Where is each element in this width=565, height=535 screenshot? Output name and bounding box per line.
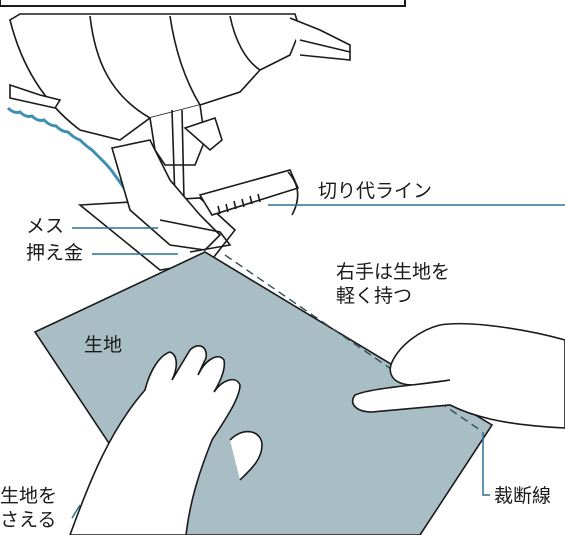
right-hand-line-2: 軽く持つ (336, 285, 413, 307)
left-hand-line-2: さえる (0, 509, 57, 531)
leader-cut-line (482, 432, 490, 496)
leader-left-hand (71, 504, 81, 519)
right-hand-instruction: 右手は生地を 軽く持つ (336, 260, 450, 308)
fabric-label: 生地 (84, 334, 123, 356)
sewing-machine-icon (9, 13, 351, 201)
right-hand-line-1: 右手は生地を (336, 261, 451, 283)
leader-lines (71, 204, 565, 519)
seam-allowance-line-label: 切り代ライン (318, 180, 433, 202)
knife-label: メス (26, 215, 65, 237)
left-hand-line-1: 生地を (0, 485, 58, 507)
presser-foot-label: 押え金 (26, 242, 84, 264)
left-hand-instruction: 生地を さえる (0, 484, 57, 532)
presser-foot-icon (77, 139, 300, 271)
overlock-stitch-chain (6, 106, 126, 189)
cut-line-label: 裁断線 (494, 485, 552, 507)
right-hand-icon (351, 322, 565, 429)
left-hand-icon (69, 345, 263, 535)
caption-box-edge (0, 0, 406, 7)
